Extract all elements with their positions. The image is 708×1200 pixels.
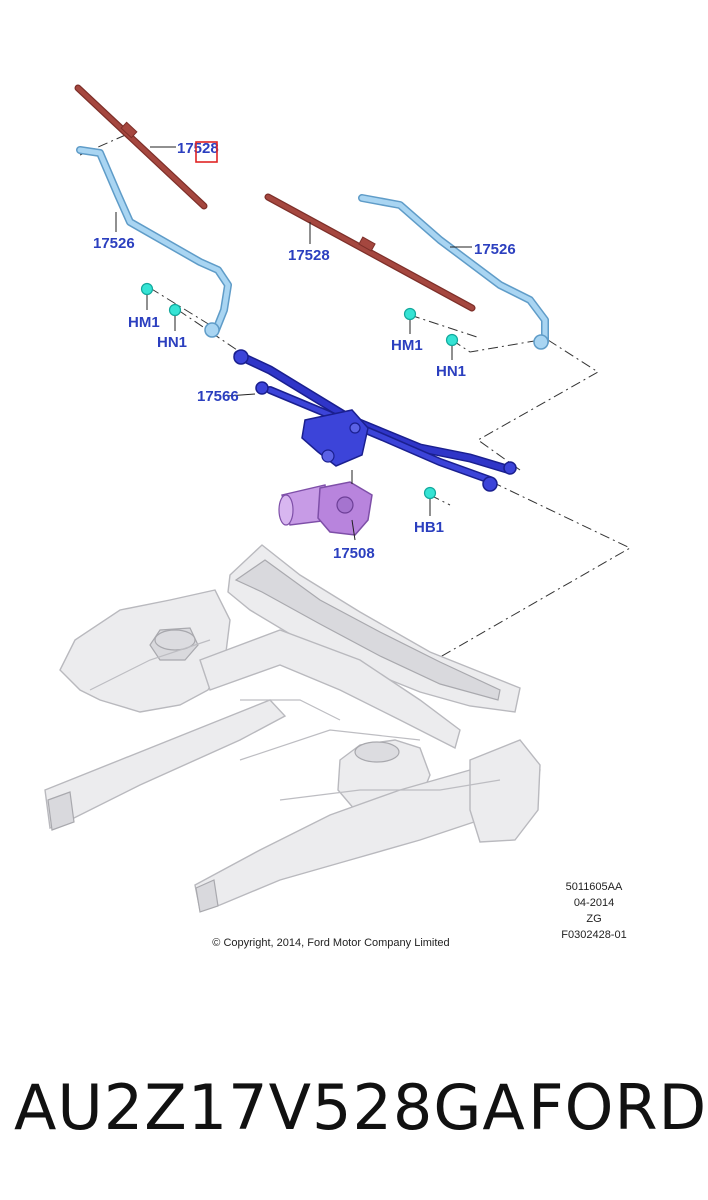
wiper-motor (278, 470, 373, 541)
brand-name: FORD (528, 1071, 708, 1144)
callout-arm-left: 17526 (93, 235, 135, 252)
callout-hb1: HB1 (414, 519, 444, 536)
callout-hm1-left: HM1 (128, 314, 160, 331)
copyright-notice: © Copyright, 2014, Ford Motor Company Li… (212, 937, 449, 949)
drawing-date: 04-2014 (574, 897, 614, 909)
callout-motor: 17508 (333, 545, 375, 562)
drawing-zg: ZG (586, 913, 601, 925)
drawing-metadata: 5011605AA 04-2014 ZG F0302428-01 © Copyr… (212, 881, 626, 949)
callout-blade-right: 17528 (288, 247, 330, 264)
callout-hm1-right: HM1 (391, 337, 423, 354)
callout-leaders (115, 146, 472, 248)
fastener-hn1-right (445, 333, 459, 360)
part-number: AU2Z17V528GA (14, 1071, 526, 1144)
callout-hn1-right: HN1 (436, 363, 466, 380)
wiper-linkage (226, 349, 517, 492)
callout-arm-right: 17526 (474, 241, 516, 258)
drawing-code: 5011605AA (566, 881, 623, 893)
assembly-dash-lines (79, 132, 632, 661)
drawing-ref: F0302428-01 (561, 929, 626, 941)
wiper-arm-left (76, 146, 232, 338)
vehicle-body-structure (44, 544, 541, 913)
fastener-hb1 (423, 486, 437, 516)
fastener-hm1-left (140, 282, 154, 310)
callout-linkage: 17566 (197, 388, 239, 405)
wiper-blade-right (264, 193, 476, 312)
callout-labels: 17528 17526 17528 17526 HM1 HN1 HM1 HN1 … (93, 140, 516, 562)
fastener-hm1-right (403, 307, 417, 334)
callout-hn1-left: HN1 (157, 334, 187, 351)
wiper-arm-right (358, 194, 549, 350)
wiper-blade-left (74, 84, 208, 210)
fastener-hn1-left (168, 303, 182, 331)
wiper-system-diagram: 17528 17526 17528 17526 HM1 HN1 HM1 HN1 … (44, 84, 632, 949)
highlight-box (195, 141, 218, 163)
callout-blade-left: 17528 (177, 140, 219, 157)
